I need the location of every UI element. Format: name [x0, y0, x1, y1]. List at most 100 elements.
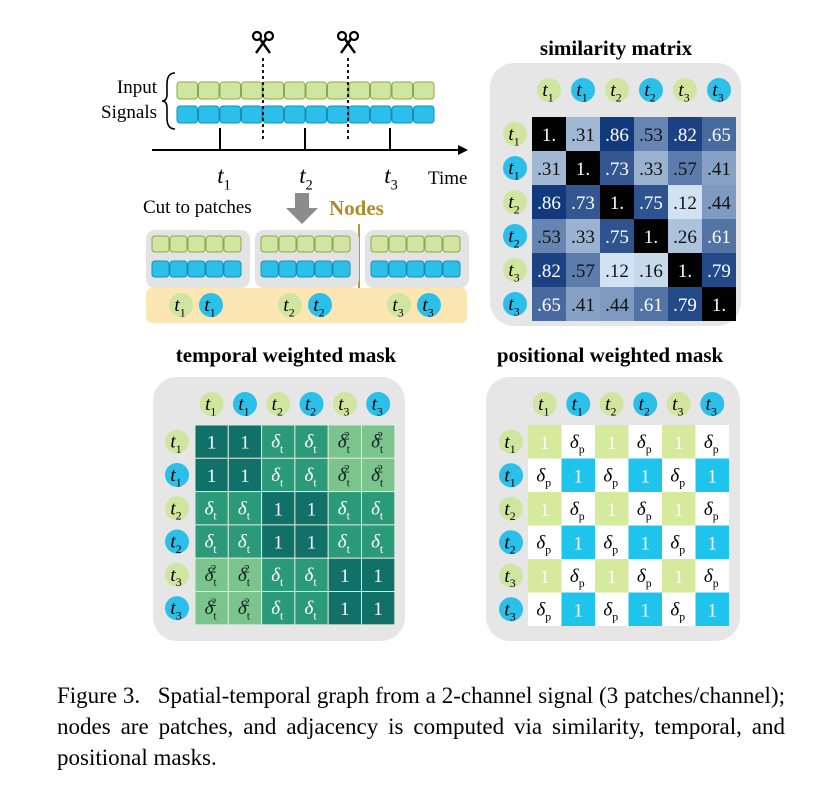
temporal-value: δt	[371, 532, 384, 556]
node-label: t1	[542, 80, 553, 104]
similarity-cell	[668, 287, 702, 321]
nodes-label: Nodes	[329, 196, 384, 220]
similarity-column-heads: t1 t1 t2 t2 t3 t3	[537, 78, 731, 104]
positional-value: δp	[536, 465, 551, 489]
green-chip	[424, 235, 443, 253]
cyan-chip	[370, 105, 392, 124]
positional-cell	[528, 559, 562, 593]
positional-cell	[695, 592, 729, 626]
col-node-badge: t3	[673, 78, 697, 104]
positional-value: δp	[670, 532, 685, 556]
node-label: t3	[372, 394, 383, 418]
positional-cell	[561, 592, 595, 626]
node-label: t2	[170, 498, 181, 522]
col-node-badge: t2	[633, 392, 658, 418]
node-badge: t1	[169, 293, 193, 319]
similarity-value: .44	[707, 193, 731, 214]
positional-cell	[595, 525, 629, 559]
row-node-badge: t1	[165, 462, 189, 489]
green-chip	[388, 235, 407, 253]
temporal-value: δt2	[238, 596, 251, 623]
temporal-value: δt2	[371, 463, 384, 490]
temporal-cell	[194, 591, 229, 626]
col-node-badge: t1	[532, 392, 557, 418]
similarity-value: .75	[605, 227, 629, 248]
positional-value: δp	[670, 599, 685, 623]
temporal-value: 1	[274, 533, 284, 554]
temporal-cell	[327, 524, 363, 559]
cyan-chip	[305, 105, 327, 124]
col-node-badge: t1	[566, 392, 591, 418]
positional-cell	[528, 458, 562, 492]
positional-cell	[628, 458, 662, 492]
similarity-value: .86	[537, 193, 561, 214]
signal-chip-rows	[176, 81, 435, 124]
col-node-badge: t1	[571, 78, 595, 104]
node-label: t2	[610, 80, 621, 104]
row-node-badge: t1	[165, 429, 189, 456]
col-node-badge: t2	[639, 78, 663, 104]
node-label: t1	[508, 124, 519, 148]
similarity-value: .65	[707, 125, 731, 146]
node-label: t3	[712, 80, 723, 104]
similarity-cell	[702, 185, 736, 219]
row-node-badge: t3	[499, 597, 523, 624]
positional-value: 1	[540, 567, 550, 588]
similarity-cell	[566, 185, 600, 219]
cyan-chip	[205, 260, 224, 278]
positional-value: δp	[603, 532, 618, 556]
tick-label-3: t3	[384, 163, 398, 193]
positional-value: 1	[674, 567, 684, 588]
node-label: t1	[170, 432, 181, 456]
positional-cell	[628, 425, 662, 459]
node-badge: t1	[199, 293, 223, 319]
node-label: t1	[174, 295, 185, 319]
similarity-cell	[532, 117, 566, 151]
temporal-value: 1	[307, 533, 317, 554]
row-node-badge: t3	[165, 562, 189, 589]
node-label: t1	[538, 394, 549, 418]
similarity-value: .57	[571, 261, 595, 282]
positional-value: 1	[574, 466, 584, 487]
col-node-badge: t2	[599, 392, 624, 418]
temporal-value: δt2	[338, 429, 351, 456]
similarity-cell	[566, 253, 600, 287]
node-label: t1	[504, 432, 515, 456]
caption-label: Figure 3.	[57, 683, 141, 708]
similarity-value: .44	[605, 295, 629, 316]
cyan-chip	[169, 260, 188, 278]
positional-value: δp	[637, 499, 652, 523]
cyan-chip	[388, 260, 407, 278]
temporal-value: 1	[307, 499, 317, 520]
input-brace	[161, 72, 176, 130]
node-label: t2	[504, 532, 515, 556]
similarity-cell	[634, 219, 668, 253]
green-chip	[442, 235, 461, 253]
positional-cell	[561, 525, 595, 559]
similarity-cell	[532, 185, 566, 219]
positional-cell	[695, 492, 729, 526]
positional-cell	[561, 492, 595, 526]
green-chip	[413, 81, 435, 100]
positional-cell	[595, 458, 629, 492]
similarity-value: .57	[673, 159, 697, 180]
green-chip	[305, 81, 327, 100]
temporal-cell	[261, 524, 296, 559]
cyan-chip	[332, 260, 351, 278]
row-node-badge: t2	[503, 224, 527, 250]
cyan-chip	[442, 260, 461, 278]
positional-value: 1	[708, 466, 718, 487]
similarity-value: .41	[707, 159, 731, 180]
positional-value: 1	[641, 600, 651, 621]
node-label: t1	[504, 465, 515, 489]
positional-cell	[695, 525, 729, 559]
patch-boxes	[146, 230, 469, 288]
row-node-badge: t2	[499, 530, 523, 557]
node-label: t3	[504, 566, 515, 590]
green-chip	[176, 81, 198, 100]
temporal-value: δt	[371, 498, 384, 522]
similarity-cell	[634, 185, 668, 219]
positional-value: δp	[603, 599, 618, 623]
temporal-value: 1	[340, 566, 350, 587]
